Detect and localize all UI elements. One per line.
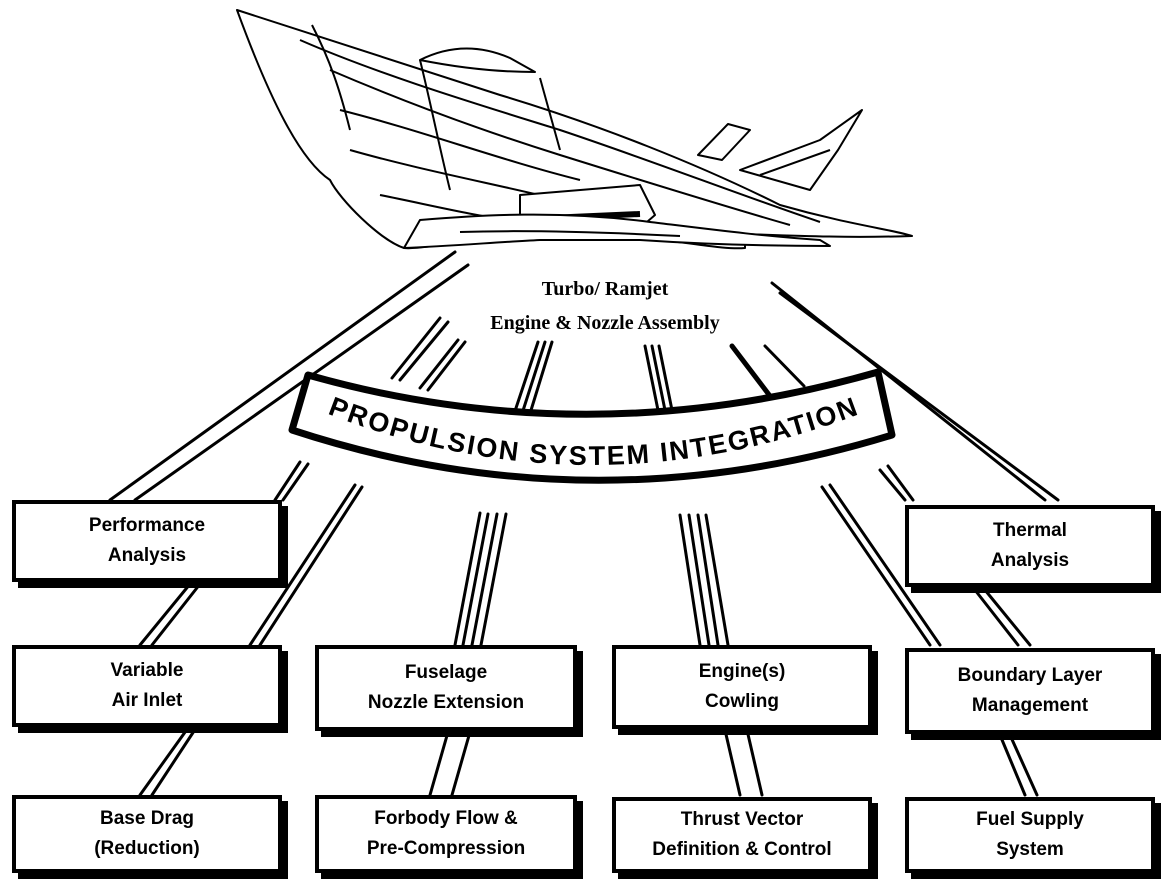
base-drag-box: Base Drag (Reduction) xyxy=(12,795,282,873)
box-line2: System xyxy=(996,839,1064,860)
variable-air-inlet-box: Variable Air Inlet xyxy=(12,645,282,727)
box-line1: Variable xyxy=(110,660,184,681)
box-line2: Cowling xyxy=(705,691,779,712)
box-line2: Definition & Control xyxy=(652,839,832,860)
box-line1: Performance xyxy=(88,515,206,536)
box-line2: Analysis xyxy=(990,550,1070,571)
thermal-analysis-box: Thermal Analysis xyxy=(905,505,1155,587)
box-line2: Analysis xyxy=(107,545,187,566)
engine-label-line1: Turbo/ Ramjet xyxy=(541,278,669,300)
box-line2: Air Inlet xyxy=(111,690,183,711)
fuel-supply-box: Fuel Supply System xyxy=(905,797,1155,873)
box-line1: Engine(s) xyxy=(698,661,786,682)
engine-label-line2: Engine & Nozzle Assembly xyxy=(490,312,720,334)
box-line1: Thrust Vector xyxy=(680,809,804,830)
box-line2: (Reduction) xyxy=(94,838,200,859)
box-line1: Boundary Layer xyxy=(957,665,1103,686)
boundary-layer-box: Boundary Layer Management xyxy=(905,648,1155,734)
title-banner: PROPULSION SYSTEM INTEGRATION xyxy=(288,368,896,484)
fuselage-nozzle-box: Fuselage Nozzle Extension xyxy=(315,645,577,731)
box-line1: Fuel Supply xyxy=(976,809,1084,830)
box-line2: Management xyxy=(971,695,1089,716)
forbody-flow-box: Forbody Flow & Pre-Compression xyxy=(315,795,577,873)
thrust-vector-box: Thrust Vector Definition & Control xyxy=(612,797,872,873)
aircraft-icon xyxy=(236,9,913,250)
box-line2: Pre-Compression xyxy=(366,838,526,859)
engine-label: Turbo/ Ramjet Engine & Nozzle Assembly xyxy=(455,272,755,340)
engine-cowling-box: Engine(s) Cowling xyxy=(612,645,872,729)
box-line1: Thermal xyxy=(993,520,1067,541)
box-line1: Base Drag xyxy=(100,808,194,829)
box-line1: Forbody Flow & xyxy=(374,808,518,829)
performance-analysis-box: Performance Analysis xyxy=(12,500,282,582)
box-line2: Nozzle Extension xyxy=(367,692,525,713)
box-line1: Fuselage xyxy=(404,662,488,683)
